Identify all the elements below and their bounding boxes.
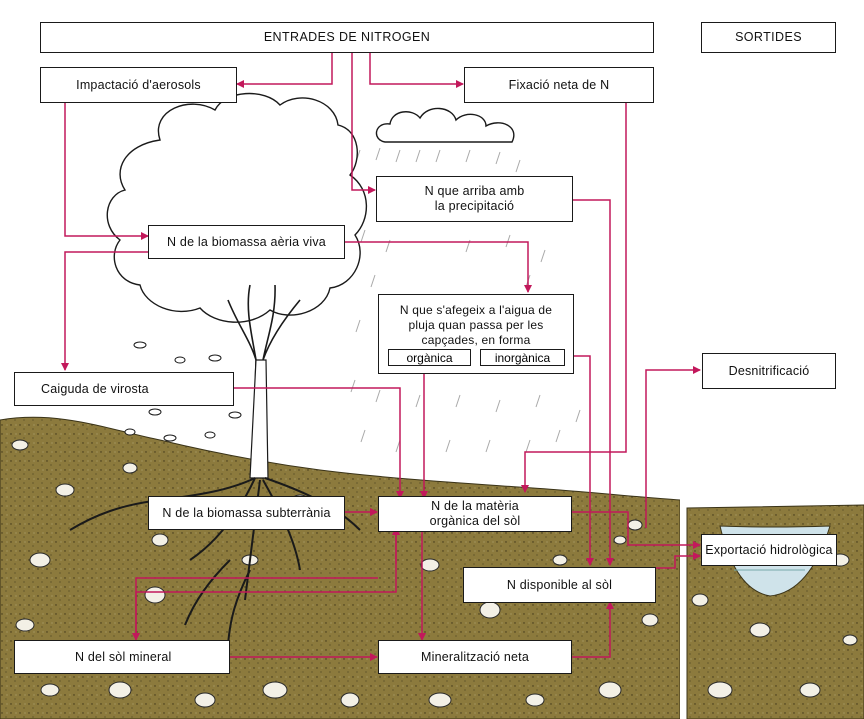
net-fixation-box: Fixació neta de N (464, 67, 654, 103)
precipitation-n-line2: la precipitació (434, 199, 515, 213)
denitrification-box: Desnitrificació (702, 353, 836, 389)
throughfall-line1: N que s'afegeix a l'aigua de (399, 303, 553, 317)
hydrological-export-box: Exportació hidrològica (701, 534, 837, 566)
soil-organic-line2: orgànica del sòl (429, 514, 521, 528)
litterfall-box: Caiguda de virosta (14, 372, 234, 406)
aerosol-impaction-box: Impactació d'aerosols (40, 67, 237, 103)
aerial-biomass-box: N de la biomassa aèria viva (148, 225, 345, 259)
mineral-soil-box: N del sòl mineral (14, 640, 230, 674)
underground-biomass-box: N de la biomassa subterrània (148, 496, 345, 530)
soil-organic-line1: N de la matèria (431, 499, 519, 513)
inputs-header: ENTRADES DE NITROGEN (40, 22, 654, 53)
leaf-litter (124, 341, 242, 442)
throughfall-organic-box: orgànica (388, 349, 471, 366)
throughfall-line2: pluja quan passa per les (408, 318, 544, 332)
outputs-header: SORTIDES (701, 22, 836, 53)
available-n-box: N disponible al sòl (463, 567, 656, 603)
soil-organic-matter-box: N de la matèria orgànica del sòl (378, 496, 572, 532)
net-mineralization-box: Mineralització neta (378, 640, 572, 674)
precipitation-n-line1: N que arriba amb (424, 184, 525, 198)
tree-canopy (106, 92, 368, 323)
precipitation-n-box: N que arriba amb la precipitació (376, 176, 573, 222)
cloud (375, 107, 515, 143)
throughfall-inorganic-box: inorgànica (480, 349, 565, 366)
trunk-fill (249, 359, 269, 479)
throughfall-line3: capçades, en forma (421, 333, 531, 347)
soil-rocks (11, 439, 858, 708)
